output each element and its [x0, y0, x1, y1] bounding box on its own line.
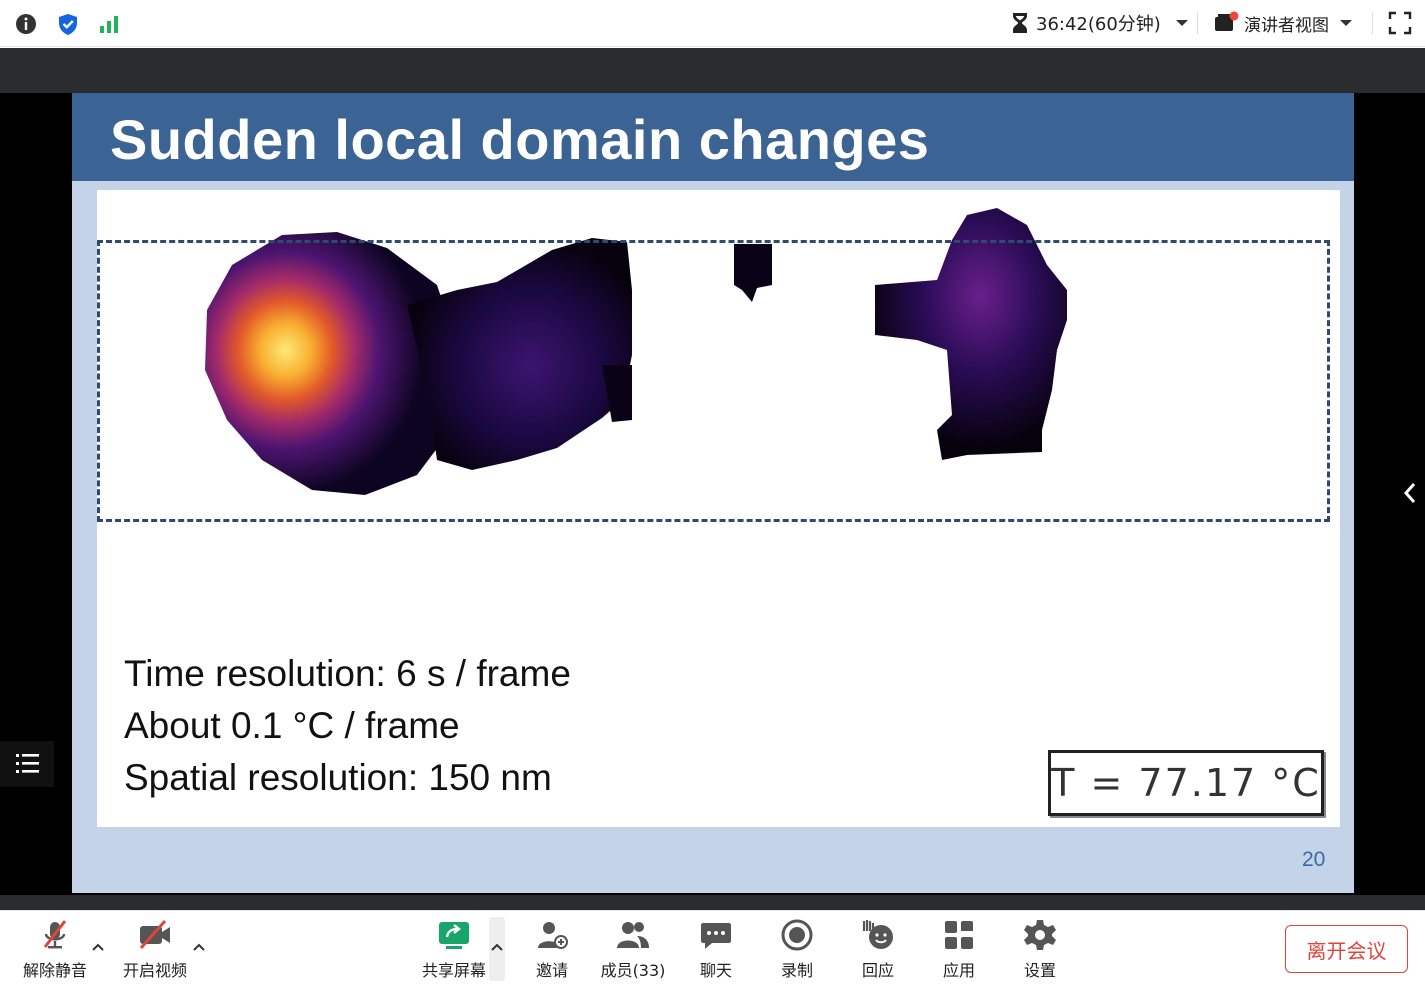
divider — [1197, 12, 1198, 34]
meeting-toolbar: 解除静音 开启视频 共享屏幕 邀请 — [0, 910, 1425, 987]
gear-icon — [1024, 920, 1056, 950]
chevron-up-icon[interactable] — [90, 939, 106, 955]
timer-text: 36:42(60分钟) — [1036, 14, 1161, 35]
slide-line: About 0.1 °C / frame — [124, 705, 460, 746]
invite-person-icon — [538, 922, 568, 949]
reactions-label: 回应 — [861, 961, 894, 980]
stage-top-band — [0, 48, 1425, 93]
apps-label: 应用 — [942, 961, 975, 980]
presenter-view-icon — [1215, 11, 1239, 31]
participants-icon — [617, 922, 649, 948]
settings-button[interactable]: 设置 — [1000, 917, 1080, 981]
fullscreen-icon[interactable] — [1388, 11, 1412, 35]
meeting-timer[interactable]: 36:42(60分钟) — [1010, 10, 1189, 36]
muted-microphone-icon — [43, 920, 67, 949]
leave-meeting-button[interactable]: 离开会议 — [1285, 925, 1408, 973]
share-screen-button[interactable]: 共享屏幕 — [414, 917, 494, 981]
reaction-hand-icon — [862, 920, 893, 949]
view-mode-label: 演讲者视图 — [1244, 15, 1329, 36]
invite-label: 邀请 — [535, 961, 568, 980]
apps-grid-icon — [945, 921, 973, 949]
record-button[interactable]: 录制 — [757, 917, 837, 981]
meeting-list-toggle[interactable] — [0, 741, 54, 787]
chevron-left-icon[interactable] — [1395, 475, 1425, 511]
unmute-button[interactable]: 解除静音 — [15, 917, 95, 981]
share-screen-label: 共享屏幕 — [421, 961, 486, 980]
slide-text-block: Time resolution: 6 s / frame About 0.1 °… — [124, 648, 571, 804]
shield-icon[interactable] — [56, 12, 80, 36]
top-bar: 36:42(60分钟) 演讲者视图 — [0, 0, 1425, 47]
unmute-label: 解除静音 — [22, 961, 87, 980]
start-video-label: 开启视频 — [122, 961, 187, 980]
signal-strength-icon[interactable] — [98, 12, 122, 36]
settings-label: 设置 — [1023, 961, 1056, 980]
start-video-button[interactable]: 开启视频 — [115, 917, 195, 981]
camera-off-icon — [139, 920, 170, 949]
reactions-button[interactable]: 回应 — [838, 917, 918, 981]
share-screen-icon — [439, 922, 469, 949]
temperature-readout: T = 77.17 °C — [1048, 750, 1324, 816]
list-icon — [16, 754, 39, 773]
chat-bubble-icon — [701, 923, 731, 949]
thermal-domain-image — [205, 208, 1067, 495]
chat-label: 聊天 — [699, 961, 732, 980]
slide-content: Time resolution: 6 s / frame About 0.1 °… — [97, 190, 1340, 827]
chevron-up-icon[interactable] — [191, 939, 207, 955]
shared-slide: Sudden local domain changes — [72, 93, 1354, 893]
stage-bottom-band — [0, 895, 1425, 910]
chevron-up-icon[interactable] — [489, 939, 505, 955]
divider — [1372, 12, 1373, 34]
chat-button[interactable]: 聊天 — [676, 917, 756, 981]
record-label: 录制 — [780, 961, 813, 980]
slide-line: Time resolution: 6 s / frame — [124, 653, 571, 694]
participants-label: 成员(33) — [600, 961, 666, 980]
chevron-down-icon — [1175, 20, 1188, 26]
slide-title: Sudden local domain changes — [110, 108, 930, 171]
invite-button[interactable]: 邀请 — [512, 917, 592, 981]
chevron-down-icon — [1340, 20, 1352, 26]
participants-button[interactable]: 成员(33) — [593, 917, 673, 981]
hourglass-icon — [1013, 13, 1027, 33]
record-icon — [781, 919, 813, 951]
view-mode-dropdown[interactable]: 演讲者视图 — [1214, 10, 1353, 36]
share-options-panel — [489, 917, 505, 981]
info-icon[interactable] — [14, 12, 38, 36]
slide-header: Sudden local domain changes — [72, 93, 1354, 181]
selection-dashed-box — [97, 240, 1330, 522]
slide-page-number: 20 — [1302, 848, 1326, 871]
apps-button[interactable]: 应用 — [919, 917, 999, 981]
slide-line: Spatial resolution: 150 nm — [124, 757, 552, 798]
